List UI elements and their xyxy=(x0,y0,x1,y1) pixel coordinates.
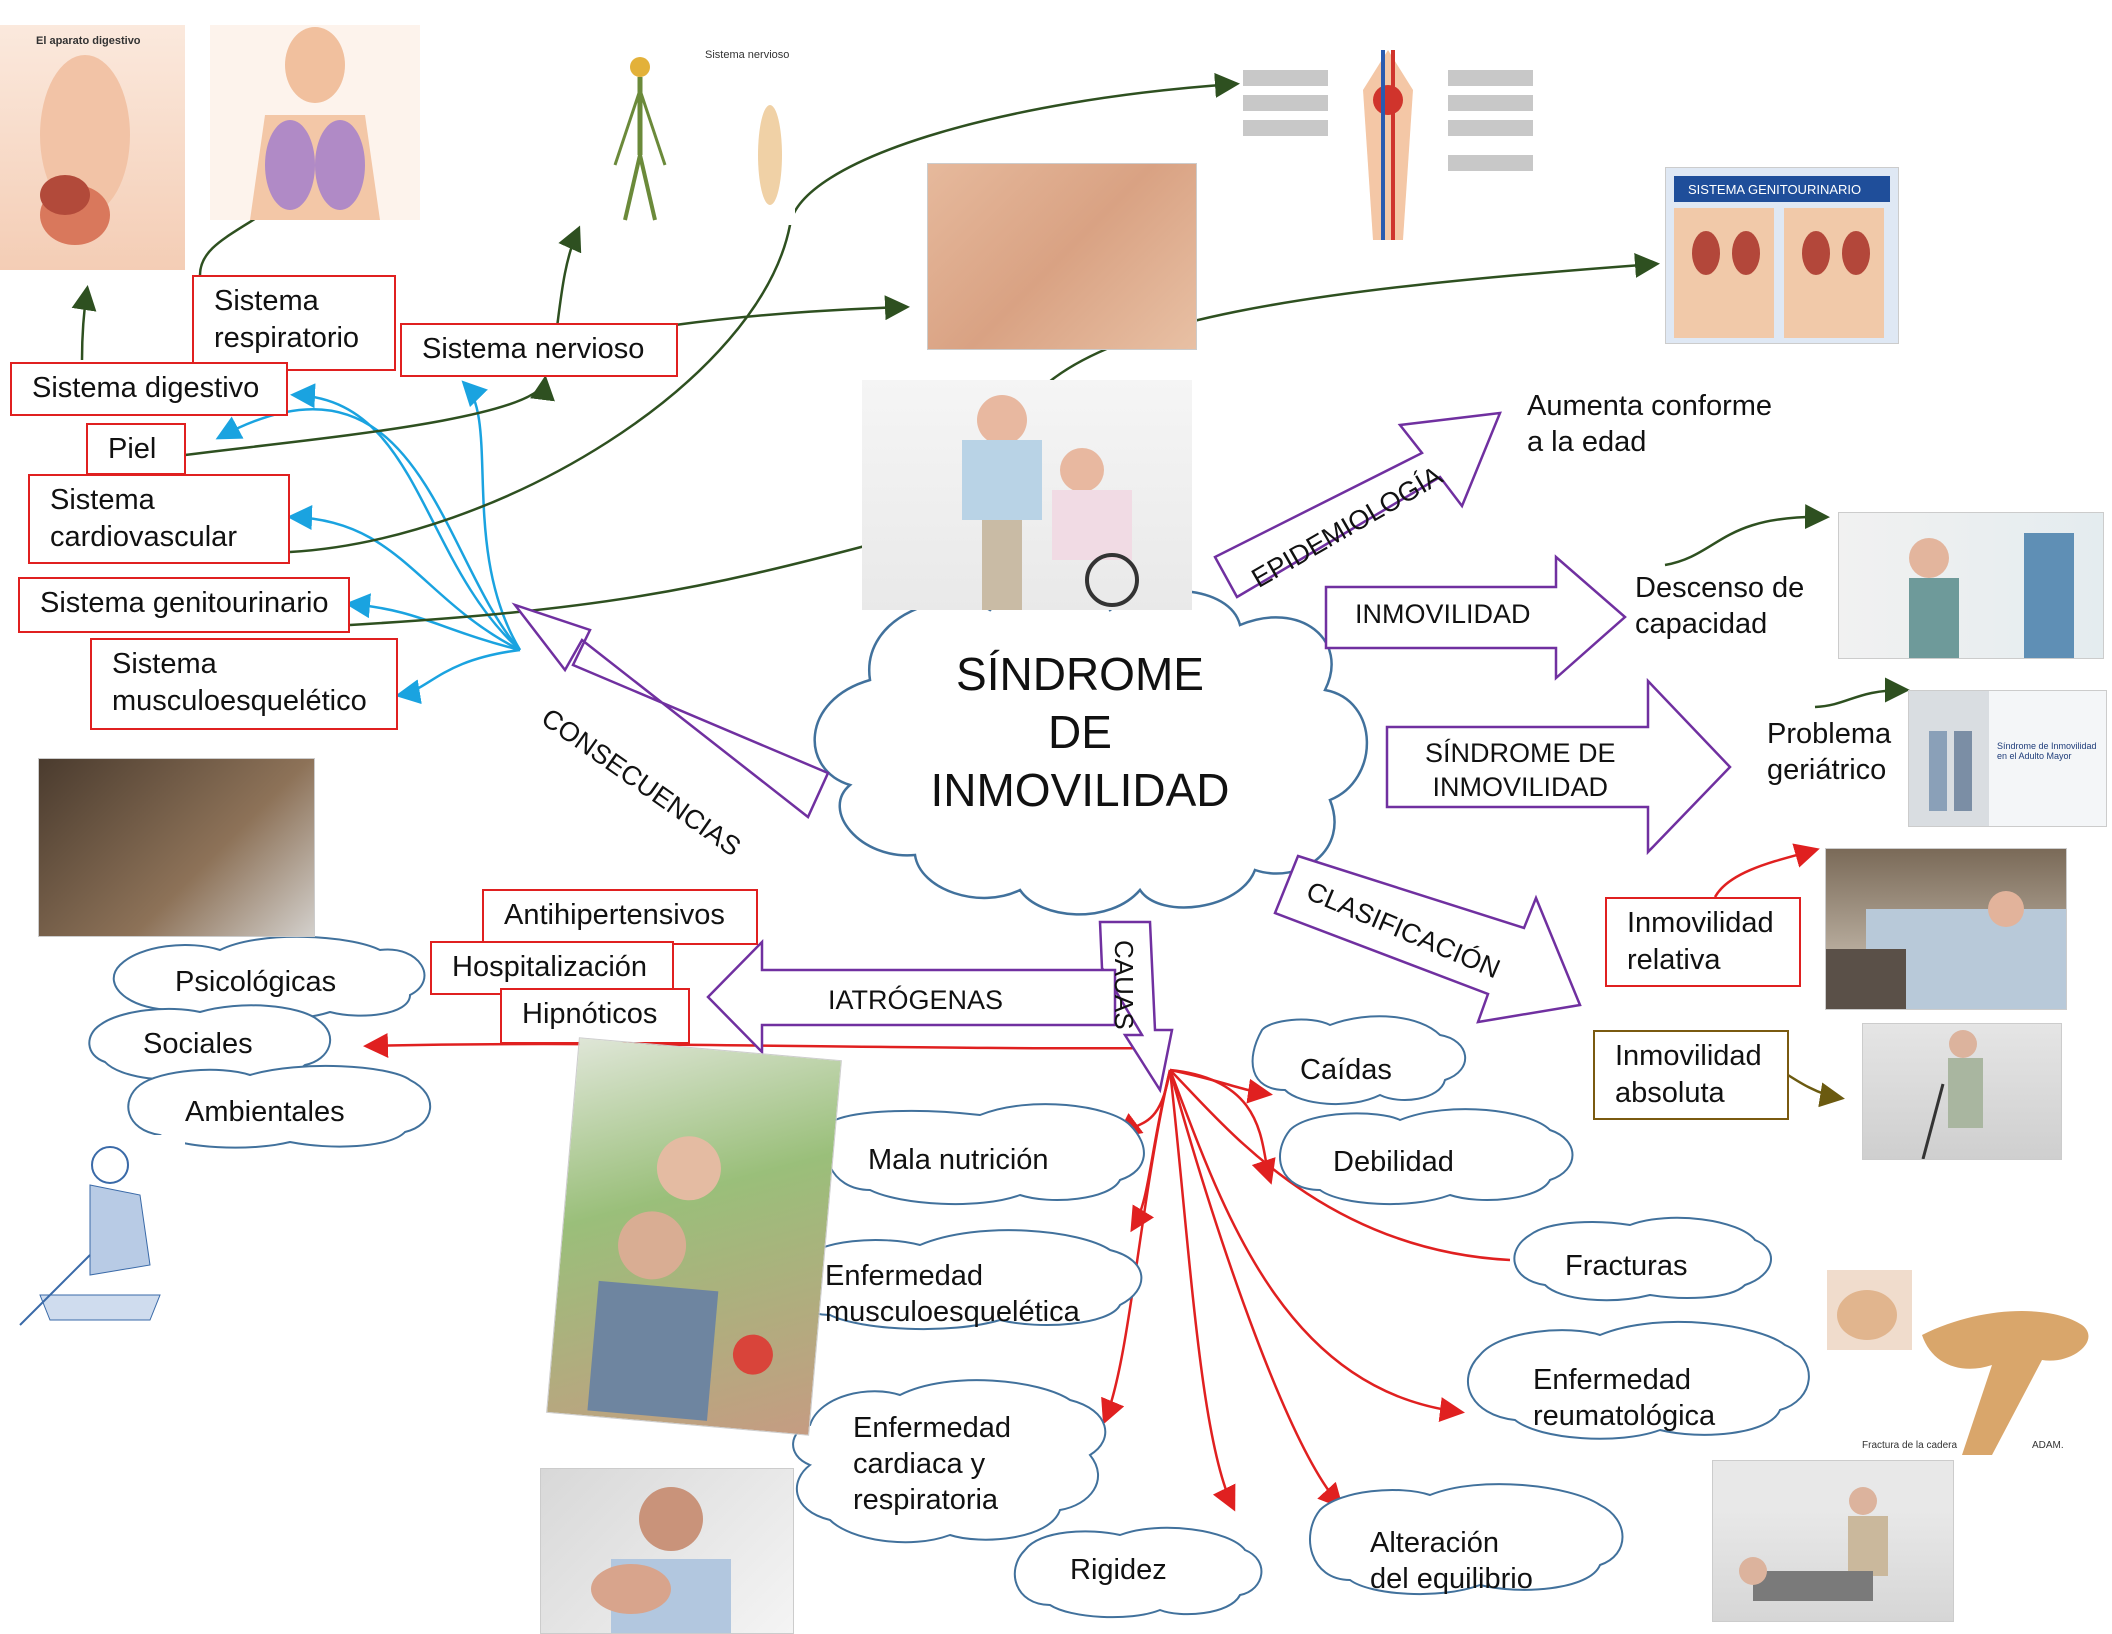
box-sistema-musculoesqueletico-l1: Sistema xyxy=(112,648,217,680)
box-sistema-cardiovascular-l2: cardiovascular xyxy=(50,521,237,553)
text-epidemiologia-l1: Aumenta conforme xyxy=(1527,390,1773,422)
hand-cane-photo xyxy=(38,758,315,937)
box-sistema-cardiovascular-l1: Sistema xyxy=(50,484,155,516)
box-sistema-digestivo: Sistema digestivo xyxy=(10,362,288,416)
arrow-label-sindrome: SÍNDROME DE INMOVILIDAD xyxy=(1425,736,1616,804)
arrow-label-sindrome-l2: INMOVILIDAD xyxy=(1432,772,1609,802)
text-problema-l1: Problema xyxy=(1767,718,1892,750)
consequence-connectors xyxy=(215,380,522,705)
box-sistema-respiratorio-l1: Sistema xyxy=(214,285,319,317)
central-title: SÍNDROME DE INMOVILIDAD xyxy=(900,645,1260,819)
adulto-mayor-caption: Síndrome de Inmovilidad en el Adulto May… xyxy=(1997,741,2097,761)
cloud-cardiaca-l2: cardiaca y xyxy=(853,1448,986,1480)
image-connectors xyxy=(71,72,1910,709)
cloud-cardiaca-l1: Enfermedad xyxy=(853,1412,1011,1444)
cloud-alteracion-equilibrio: Alteración del equilibrio xyxy=(1370,1525,1533,1597)
nervous-title: Sistema nervioso xyxy=(705,49,790,61)
box-sistema-nervioso: Sistema nervioso xyxy=(400,323,678,377)
cloud-mala-nutricion: Mala nutrición xyxy=(868,1144,1049,1176)
cloud-caidas: Caídas xyxy=(1300,1054,1392,1086)
box-absoluta-l2: absoluta xyxy=(1615,1077,1725,1109)
box-antihipertensivos: Antihipertensivos xyxy=(482,889,758,945)
text-descenso-l2: capacidad xyxy=(1635,608,1768,640)
box-sistema-genitourinario: Sistema genitourinario xyxy=(18,577,350,633)
text-problema-l2: geriátrico xyxy=(1767,754,1887,786)
adam-logo: ADAM. xyxy=(2032,1440,2064,1451)
cloud-debilidad: Debilidad xyxy=(1333,1146,1454,1178)
box-sistema-respiratorio-l2: respiratorio xyxy=(214,322,360,354)
cardiovascular-system-illustration xyxy=(1243,50,1535,245)
elderly-walker-photo xyxy=(862,380,1192,610)
arrow-label-iatrogenas: IATRÓGENAS xyxy=(828,985,1004,1015)
box-sistema-cardiovascular: Sistema cardiovascular xyxy=(28,474,290,564)
block-arrows xyxy=(511,411,1732,1094)
caregiver-photo xyxy=(1838,512,2104,659)
box-sistema-musculoesqueletico: Sistema musculoesquelético xyxy=(90,638,398,730)
text-descenso-capacidad: Descenso de capacidad xyxy=(1635,570,1804,642)
cloud-psicologicas: Psicológicas xyxy=(175,966,337,998)
genitourinary-system-image: SISTEMA GENITOURINARIO xyxy=(1665,167,1899,344)
cloud-reuma-l1: Enfermedad xyxy=(1533,1364,1691,1396)
respiratory-system-illustration xyxy=(210,25,420,220)
arrow-label-sindrome-l1: SÍNDROME DE xyxy=(1425,738,1616,768)
box-hipnoticos: Hipnóticos xyxy=(500,988,690,1044)
box-piel: Piel xyxy=(86,423,186,475)
box-inmovilidad-relativa: Inmovilidad relativa xyxy=(1605,897,1801,987)
elderly-cane-photo xyxy=(1862,1023,2062,1160)
cloud-enfermedad-musculoesqueletica: Enfermedad musculoesquelética xyxy=(825,1258,1080,1330)
box-hospitalizacion: Hospitalización xyxy=(430,941,674,995)
cause-clouds xyxy=(88,935,1810,1619)
geriatric-syndrome-image: Síndrome de Inmovilidad en el Adulto May… xyxy=(1908,690,2107,827)
cloud-musculo-l2: musculoesquelética xyxy=(825,1296,1080,1328)
central-title-line2: DE xyxy=(1048,706,1112,758)
cloud-reuma-l2: reumatológica xyxy=(1533,1400,1716,1432)
elderly-couple-food-photo xyxy=(546,1037,842,1436)
genito-title: SISTEMA GENITOURINARIO xyxy=(1688,182,1862,197)
bedridden-patient-photo xyxy=(1825,848,2067,1010)
central-title-line3: INMOVILIDAD xyxy=(930,764,1230,816)
cloud-enfermedad-reumatologica: Enfermedad reumatológica xyxy=(1533,1362,1715,1434)
text-problema-geriatrico: Problema geriátrico xyxy=(1767,716,1891,788)
cloud-equilibrio-l2: del equilibrio xyxy=(1370,1563,1533,1595)
box-sistema-respiratorio: Sistema respiratorio xyxy=(192,275,396,371)
sad-elder-sketch xyxy=(0,1135,185,1350)
cloud-musculo-l1: Enfermedad xyxy=(825,1260,983,1292)
central-title-line1: SÍNDROME xyxy=(956,648,1204,700)
text-descenso-l1: Descenso de xyxy=(1635,572,1805,604)
cloud-cardiaca-l3: respiratoria xyxy=(853,1484,999,1516)
cloud-sociales: Sociales xyxy=(143,1028,253,1060)
box-inmovilidad-absoluta: Inmovilidad absoluta xyxy=(1593,1030,1789,1120)
skin-photo xyxy=(927,163,1197,350)
cloud-enfermedad-cardiaca: Enfermedad cardiaca y respiratoria xyxy=(853,1410,1011,1518)
cloud-equilibrio-l1: Alteración xyxy=(1370,1527,1499,1559)
digestive-title: El aparato digestivo xyxy=(36,35,141,47)
digestive-system-illustration: El aparato digestivo xyxy=(0,25,185,270)
nervous-system-illustration: Sistema nervioso xyxy=(560,45,795,225)
arrow-label-causas: CAUAS xyxy=(1109,940,1139,1030)
text-epidemiologia: Aumenta conforme a la edad xyxy=(1527,388,1772,460)
box-relativa-l2: relativa xyxy=(1627,944,1721,976)
joint-pain-photo xyxy=(540,1468,794,1634)
cloud-rigidez: Rigidez xyxy=(1070,1554,1167,1586)
box-absoluta-l1: Inmovilidad xyxy=(1615,1040,1762,1072)
arrow-label-inmovilidad: INMOVILIDAD xyxy=(1355,599,1531,629)
text-epidemiologia-l2: a la edad xyxy=(1527,426,1647,458)
elderly-fall-photo xyxy=(1712,1460,1954,1622)
cause-connectors xyxy=(363,843,1820,1512)
cloud-fracturas: Fracturas xyxy=(1565,1250,1688,1282)
hip-fracture-caption: Fractura de la cadera xyxy=(1862,1440,1958,1451)
box-sistema-musculoesqueletico-l2: musculoesquelético xyxy=(112,685,367,717)
hip-fracture-illustration: Fractura de la cadera ADAM. xyxy=(1822,1265,2107,1458)
box-relativa-l1: Inmovilidad xyxy=(1627,907,1774,939)
cloud-ambientales: Ambientales xyxy=(185,1096,345,1128)
